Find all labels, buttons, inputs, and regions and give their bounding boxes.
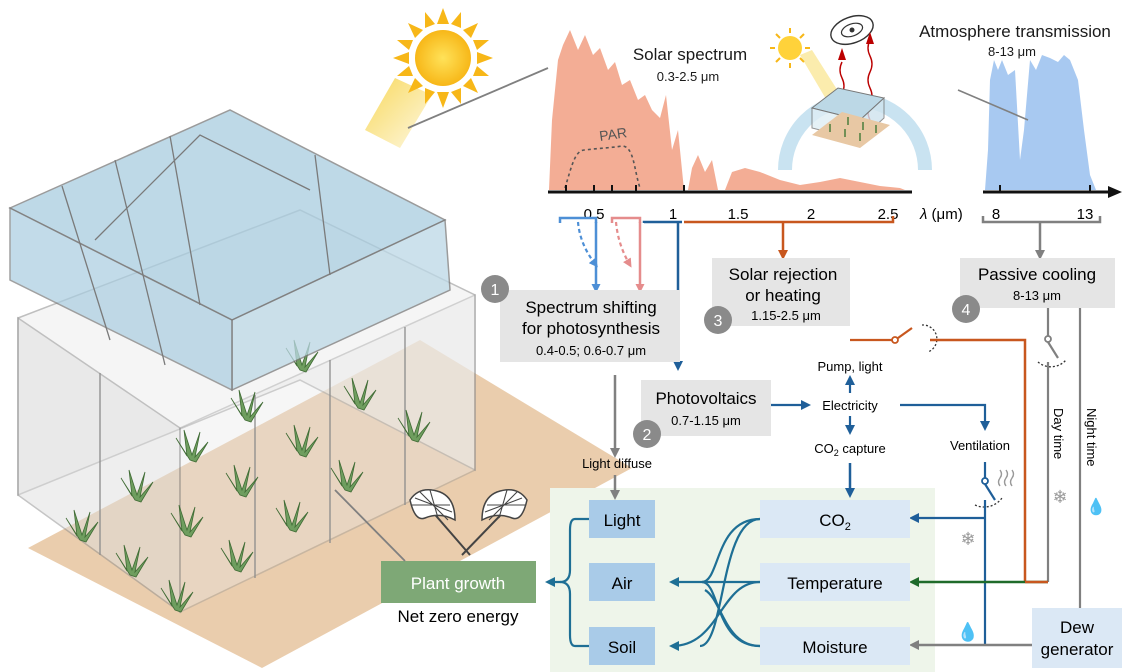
- checkered-flags-icon: [409, 489, 528, 556]
- svg-text:CO2: CO2: [819, 511, 851, 533]
- ventilation-label: Ventilation: [950, 438, 1010, 453]
- spectrum-shifting-title-2: for photosynthesis: [522, 319, 660, 338]
- water-drop-icon: 💧: [957, 621, 979, 642]
- photovoltaics-range: 0.7-1.15 μm: [671, 413, 741, 428]
- solar-spectrum-chart: PAR Solar spectrum 0.3-2.5 μm Atmosphere…: [548, 22, 1122, 223]
- sun-icon: [393, 8, 493, 108]
- solar-spectrum-curve: [549, 30, 905, 190]
- svg-text:Temperature: Temperature: [787, 574, 882, 593]
- solar-rejection-title-2: or heating: [745, 286, 821, 305]
- svg-text:1: 1: [491, 282, 500, 299]
- snowflake-icon: ❄: [960, 529, 975, 549]
- svg-text:4: 4: [962, 302, 971, 319]
- radiative-cooling-inset: [770, 14, 932, 171]
- tick-label-2-5: 2.5: [878, 206, 899, 223]
- solar-rejection-range: 1.15-2.5 μm: [751, 308, 821, 323]
- soil-box: Soil: [589, 627, 655, 665]
- light-box: Light: [589, 500, 655, 538]
- mechanism-spectrum-shifting: 1 Spectrum shifting for photosynthesis 0…: [481, 275, 680, 362]
- mechanism-number-2: [633, 420, 661, 448]
- co2-capture-label: CO2 capture: [814, 441, 886, 458]
- electricity-label: Electricity: [822, 398, 878, 413]
- svg-text:Air: Air: [612, 574, 633, 593]
- svg-text:Plant growth: Plant growth: [411, 574, 506, 593]
- svg-text:3: 3: [714, 313, 723, 330]
- pump-light-label: Pump, light: [817, 359, 882, 374]
- night-time-label: Night time: [1084, 408, 1099, 467]
- glass-roof: [8, 109, 451, 392]
- mechanism-number-1: [481, 275, 509, 303]
- svg-text:Light: Light: [604, 511, 641, 530]
- tick-label-2: 2: [807, 206, 815, 223]
- atmosphere-range: 8-13 μm: [988, 44, 1036, 59]
- sun-beam: [365, 78, 432, 148]
- air-box: Air: [589, 563, 655, 601]
- mechanism-passive-cooling: 4 Passive cooling 8-13 μm: [952, 258, 1115, 323]
- mechanism-number-3: [704, 306, 732, 334]
- axis-unit: λ (μm): [919, 206, 963, 223]
- solar-rejection-title-1: Solar rejection: [729, 265, 838, 284]
- mechanism-number-4: [952, 295, 980, 323]
- passive-cooling-title: Passive cooling: [978, 265, 1096, 284]
- par-label: PAR: [598, 124, 628, 144]
- moisture-box: Moisture: [760, 627, 910, 665]
- tick-label-1-5: 1.5: [728, 206, 749, 223]
- galaxy-icon: [830, 14, 874, 46]
- dew-generator-box: Dew generator: [1032, 608, 1122, 668]
- environment-connectors: [669, 517, 761, 651]
- svg-text:generator: generator: [1041, 640, 1114, 659]
- co2-box: CO2: [760, 500, 910, 538]
- atmosphere-transmission-curve: [985, 55, 1096, 190]
- plant-factor-connectors: [545, 517, 589, 648]
- tick-label-0-5: 0.5: [584, 206, 605, 223]
- svg-text:Moisture: Moisture: [802, 638, 867, 657]
- tick-label-13: 13: [1077, 206, 1094, 223]
- small-sun-icon: [770, 28, 810, 68]
- temperature-box: Temperature: [760, 563, 910, 601]
- range-brackets: [558, 216, 1102, 224]
- greenhouse-illustration: [8, 78, 632, 668]
- passive-cooling-range: 8-13 μm: [1013, 288, 1061, 303]
- day-time-label: Day time: [1051, 408, 1066, 459]
- plant-rows: [65, 339, 431, 613]
- svg-text:Soil: Soil: [608, 638, 636, 657]
- svg-text:Dew: Dew: [1060, 618, 1095, 637]
- tick-label-8: 8: [992, 206, 1000, 223]
- light-diffuse-label: Light diffuse: [582, 456, 652, 471]
- mechanism-solar-rejection: 3 Solar rejection or heating 1.15-2.5 μm: [704, 258, 850, 334]
- atmosphere-title: Atmosphere transmission: [919, 22, 1111, 41]
- snowflake-icon-day: ❄: [1052, 487, 1067, 507]
- net-zero-label: Net zero energy: [398, 607, 519, 626]
- tick-label-1: 1: [669, 206, 677, 223]
- water-drop-icon-night: 💧: [1086, 497, 1106, 516]
- solar-spectrum-title: Solar spectrum: [633, 45, 747, 64]
- photovoltaics-title: Photovoltaics: [655, 389, 756, 408]
- svg-text:2: 2: [643, 427, 652, 444]
- spectrum-shifting-title-1: Spectrum shifting: [525, 298, 656, 317]
- plant-growth-box: Plant growth: [381, 561, 536, 603]
- ventilation-switch: [974, 462, 1015, 508]
- solar-spectrum-range: 0.3-2.5 μm: [657, 69, 719, 84]
- spectrum-shifting-range: 0.4-0.5; 0.6-0.7 μm: [536, 343, 646, 358]
- mechanism-photovoltaics: 2 Photovoltaics 0.7-1.15 μm: [633, 380, 771, 448]
